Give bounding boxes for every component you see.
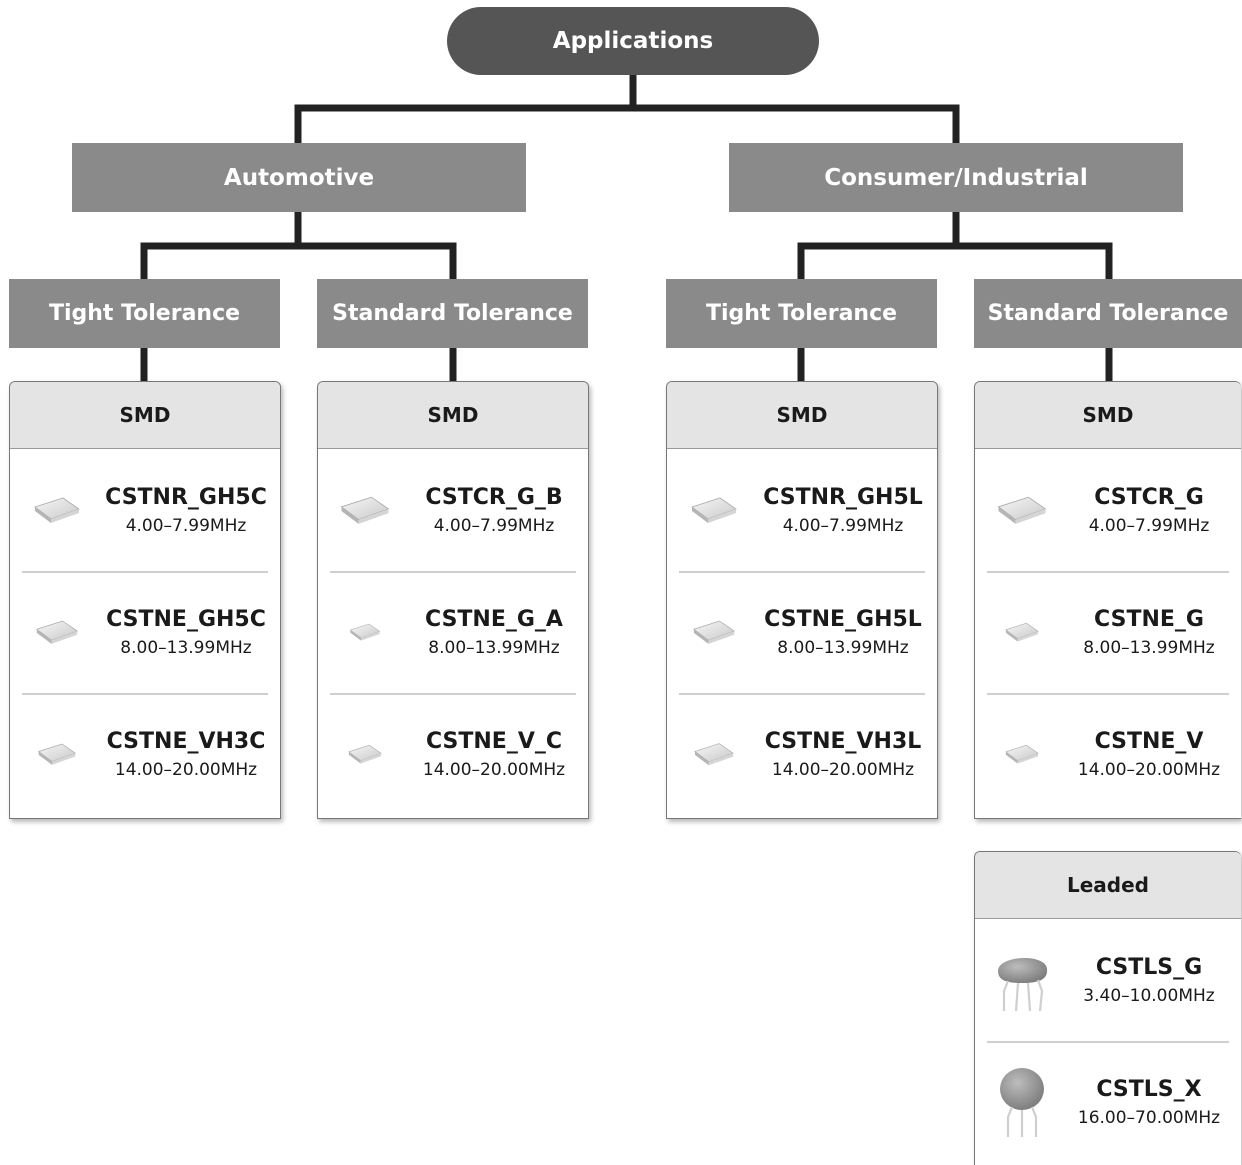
consumer-industrial-node: Consumer/Industrial (729, 143, 1183, 212)
product-name: CSTNR_GH5L (763, 484, 923, 510)
product-frequency: 8.00–13.99MHz (777, 637, 909, 658)
product-frequency: 4.00–7.99MHz (782, 515, 904, 536)
product-name: CSTNE_VH3C (106, 728, 266, 754)
product-name: CSTCR_G_B (425, 484, 563, 510)
automotive-standard-smd-panel: SMD CSTCR_G_B 4.00–7.99MHz CSTNE_G_A 8.00–… (317, 381, 589, 819)
panel-header: SMD (667, 382, 937, 449)
smd-chip-small-icon (326, 597, 404, 667)
product-name: CSTLS_G (1095, 954, 1203, 980)
product-frequency: 14.00–20.00MHz (114, 759, 258, 780)
product-item[interactable]: CSTNR_GH5L 4.00–7.99MHz (667, 449, 937, 571)
product-name: CSTNR_GH5C (105, 484, 267, 510)
product-frequency: 8.00–13.99MHz (428, 637, 560, 658)
product-item[interactable]: CSTNR_GH5C 4.00–7.99MHz (10, 449, 280, 571)
smd-chip-icon (18, 475, 96, 545)
consumer-tight-smd-panel: SMD CSTNR_GH5L 4.00–7.99MHz CSTNE_GH5L 8.0… (666, 381, 938, 819)
panel-header: Leaded (975, 852, 1241, 919)
product-item[interactable]: CSTNE_G_A 8.00–13.99MHz (318, 571, 588, 693)
product-item[interactable]: CSTCR_G 4.00–7.99MHz (975, 449, 1241, 571)
panel-header: SMD (975, 382, 1241, 449)
product-name: CSTNE_V (1094, 728, 1204, 754)
product-item[interactable]: CSTCR_G_B 4.00–7.99MHz (318, 449, 588, 571)
smd-chip-icon (675, 597, 753, 667)
product-name: CSTLS_X (1096, 1076, 1202, 1102)
product-name: CSTNE_G_A (425, 606, 563, 632)
smd-chip-icon (18, 597, 96, 667)
automotive-standard-tolerance-node: Standard Tolerance (317, 279, 588, 348)
consumer-standard-smd-panel: SMD CSTCR_G 4.00–7.99MHz CSTNE_G 8.00–13.9… (974, 381, 1241, 819)
product-frequency: 16.00–70.00MHz (1077, 1107, 1221, 1128)
product-name: CSTNE_GH5L (764, 606, 922, 632)
product-frequency: 8.00–13.99MHz (1083, 637, 1215, 658)
smd-chip-icon (675, 475, 753, 545)
product-item[interactable]: CSTNE_V 14.00–20.00MHz (975, 693, 1241, 815)
product-frequency: 14.00–20.00MHz (422, 759, 566, 780)
product-frequency: 14.00–20.00MHz (1077, 759, 1221, 780)
smd-chip-icon (326, 475, 404, 545)
smd-chip-small-icon (983, 719, 1061, 789)
product-name: CSTNE_G (1094, 606, 1204, 632)
product-name: CSTCR_G (1094, 484, 1204, 510)
product-item[interactable]: CSTNE_GH5C 8.00–13.99MHz (10, 571, 280, 693)
automotive-node: Automotive (72, 143, 526, 212)
product-item[interactable]: CSTNE_VH3L 14.00–20.00MHz (667, 693, 937, 815)
product-frequency: 8.00–13.99MHz (120, 637, 252, 658)
product-frequency: 4.00–7.99MHz (125, 515, 247, 536)
consumer-standard-tolerance-node: Standard Tolerance (974, 279, 1242, 348)
product-item[interactable]: CSTNE_GH5L 8.00–13.99MHz (667, 571, 937, 693)
leaded-disc-resonator-icon (983, 1067, 1061, 1137)
product-item[interactable]: CSTLS_G 3.40–10.00MHz (975, 919, 1241, 1041)
automotive-tight-tolerance-node: Tight Tolerance (9, 279, 280, 348)
smd-chip-small-icon (326, 719, 404, 789)
leaded-resonator-icon (983, 945, 1061, 1015)
product-item[interactable]: CSTNE_VH3C 14.00–20.00MHz (10, 693, 280, 815)
product-frequency: 4.00–7.99MHz (1088, 515, 1210, 536)
applications-node: Applications (447, 7, 819, 75)
product-frequency: 3.40–10.00MHz (1083, 985, 1215, 1006)
consumer-standard-leaded-panel: Leaded CSTLS_G 3.40–10.00MHz CSTLS_X 16.00… (974, 851, 1241, 1165)
product-item[interactable]: CSTLS_X 16.00–70.00MHz (975, 1041, 1241, 1163)
panel-header: SMD (318, 382, 588, 449)
product-frequency: 4.00–7.99MHz (433, 515, 555, 536)
consumer-tight-tolerance-node: Tight Tolerance (666, 279, 937, 348)
product-name: CSTNE_GH5C (106, 606, 266, 632)
product-item[interactable]: CSTNE_G 8.00–13.99MHz (975, 571, 1241, 693)
product-name: CSTNE_V_C (425, 728, 563, 754)
product-item[interactable]: CSTNE_V_C 14.00–20.00MHz (318, 693, 588, 815)
smd-chip-icon (675, 719, 753, 789)
smd-chip-small-icon (983, 597, 1061, 667)
smd-chip-icon (983, 475, 1061, 545)
product-name: CSTNE_VH3L (764, 728, 922, 754)
product-frequency: 14.00–20.00MHz (771, 759, 915, 780)
smd-chip-icon (18, 719, 96, 789)
panel-header: SMD (10, 382, 280, 449)
automotive-tight-smd-panel: SMD CSTNR_GH5C 4.00–7.99MHz CSTNE_GH5C 8.0… (9, 381, 281, 819)
